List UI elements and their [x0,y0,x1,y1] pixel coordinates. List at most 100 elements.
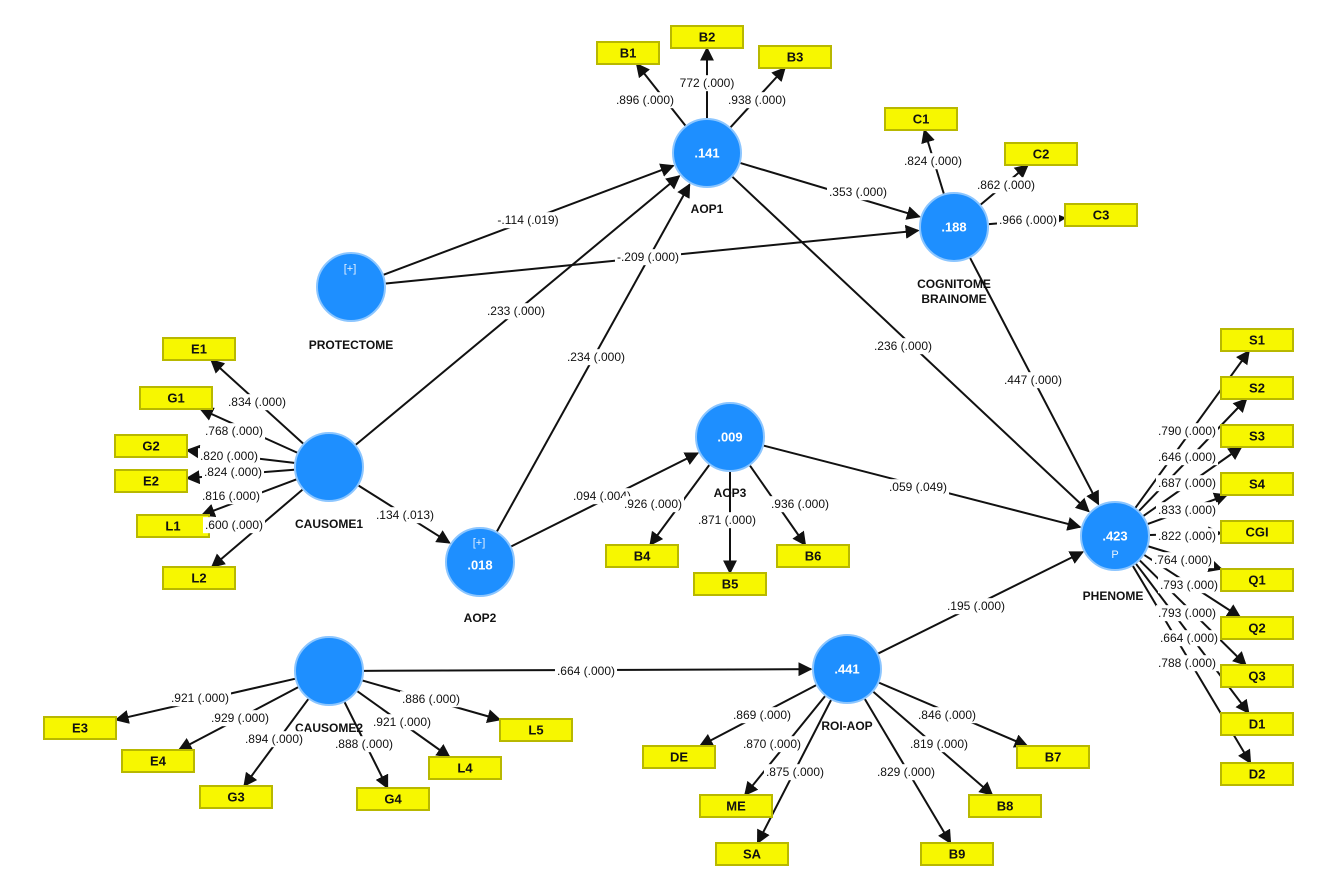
indicator-b9[interactable]: B9 [920,842,994,866]
construct-name: CAUSOME1 [295,517,363,531]
indicator-q2[interactable]: Q2 [1220,616,1294,640]
svg-text:-.114 (.019): -.114 (.019) [497,213,558,227]
indicator-box [162,337,236,361]
indicator-c2[interactable]: C2 [1004,142,1078,166]
loading-roiaop-to-de-label: .869 (.000) [730,707,794,724]
construct-r2-value: .141 [694,145,719,160]
indicator-s4[interactable]: S4 [1220,472,1294,496]
path-protectome-to-aop1-label: -.114 (.019) [495,212,561,229]
svg-text:.824 (.000): .824 (.000) [904,154,962,168]
construct-protectome[interactable]: [+]PROTECTOME [309,252,393,352]
indicator-q3[interactable]: Q3 [1220,664,1294,688]
indicator-b3[interactable]: B3 [758,45,832,69]
indicator-c1[interactable]: C1 [884,107,958,131]
indicator-s2[interactable]: S2 [1220,376,1294,400]
indicator-d1[interactable]: D1 [1220,712,1294,736]
svg-text:.929 (.000): .929 (.000) [211,711,269,725]
indicator-b5[interactable]: B5 [693,572,767,596]
indicator-label: L2 [191,570,206,585]
indicator-box [715,842,789,866]
svg-text:.824 (.000): .824 (.000) [204,465,262,479]
indicator-box [1220,616,1294,640]
indicator-label: C2 [1033,146,1050,161]
loading-causome1-to-g1-label: .768 (.000) [202,423,266,440]
indicator-cgi[interactable]: CGI [1220,520,1294,544]
indicator-l5[interactable]: L5 [499,718,573,742]
indicator-label: G3 [227,789,244,804]
construct-circle [695,402,765,472]
loading-aop3-to-b5-label: .871 (.000) [695,512,759,529]
loading-phenome-to-s3-label: .687 (.000) [1155,475,1219,492]
indicator-g1[interactable]: G1 [139,386,213,410]
indicator-label: G1 [167,390,184,405]
path-aop1-to-cognitome-label: .353 (.000) [826,184,890,201]
svg-text:.886 (.000): .886 (.000) [402,692,460,706]
indicator-label: B4 [634,548,651,563]
indicator-s3[interactable]: S3 [1220,424,1294,448]
path-aop3-to-phenome-label: .059 (.049) [886,479,950,496]
construct-causome2[interactable]: CAUSOME2 [294,636,364,735]
indicator-de[interactable]: DE [642,745,716,769]
indicator-e4[interactable]: E4 [121,749,195,773]
indicator-box [642,745,716,769]
indicator-box [968,794,1042,818]
svg-text:.094 (.004): .094 (.004) [573,489,631,503]
indicator-b6[interactable]: B6 [776,544,850,568]
indicator-c3[interactable]: C3 [1064,203,1138,227]
svg-text:.819 (.000): .819 (.000) [910,737,968,751]
indicator-d2[interactable]: D2 [1220,762,1294,786]
svg-text:.870 (.000): .870 (.000) [743,737,801,751]
indicator-q1[interactable]: Q1 [1220,568,1294,592]
svg-text:.793 (.000): .793 (.000) [1158,606,1216,620]
indicator-s1[interactable]: S1 [1220,328,1294,352]
indicator-g4[interactable]: G4 [356,787,430,811]
indicator-sa[interactable]: SA [715,842,789,866]
indicator-b4[interactable]: B4 [605,544,679,568]
svg-text:.829 (.000): .829 (.000) [877,765,935,779]
loading-causome2-to-l4-label: .921 (.000) [370,714,434,731]
indicator-l1[interactable]: L1 [136,514,210,538]
indicator-label: B3 [787,49,804,64]
svg-text:.788 (.000): .788 (.000) [1158,656,1216,670]
svg-text:.921 (.000): .921 (.000) [373,715,431,729]
indicator-g2[interactable]: G2 [114,434,188,458]
loading-phenome-to-d2-label: .788 (.000) [1155,655,1219,672]
indicator-box [121,749,195,773]
indicator-box [1220,568,1294,592]
svg-text:.871 (.000): .871 (.000) [698,513,756,527]
indicator-b7[interactable]: B7 [1016,745,1090,769]
indicator-e2[interactable]: E2 [114,469,188,493]
indicator-b2[interactable]: B2 [670,25,744,49]
indicator-e1[interactable]: E1 [162,337,236,361]
svg-text:-.209 (.000): -.209 (.000) [617,250,679,264]
svg-text:.894 (.000): .894 (.000) [245,732,303,746]
indicator-b1[interactable]: B1 [596,41,660,65]
indicator-box [162,566,236,590]
indicator-label: Q2 [1248,620,1265,635]
svg-text:.764 (.000): .764 (.000) [1154,553,1212,567]
indicator-l4[interactable]: L4 [428,756,502,780]
indicator-label: B1 [620,45,637,60]
construct-name: AOP3 [714,486,747,500]
construct-name: BRAINOME [921,292,986,306]
construct-causome1[interactable]: CAUSOME1 [294,432,364,531]
indicator-box [114,469,188,493]
indicator-e3[interactable]: E3 [43,716,117,740]
construct-name: PHENOME [1083,589,1144,603]
indicator-g3[interactable]: G3 [199,785,273,809]
indicator-b8[interactable]: B8 [968,794,1042,818]
indicator-l2[interactable]: L2 [162,566,236,590]
construct-name: AOP2 [464,611,497,625]
indicator-box [670,25,744,49]
indicator-label: L5 [528,722,543,737]
svg-text:.793 (.000): .793 (.000) [1160,578,1218,592]
indicator-me[interactable]: ME [699,794,773,818]
construct-name: CAUSOME2 [295,721,363,735]
svg-text:.938 (.000): .938 (.000) [728,93,786,107]
